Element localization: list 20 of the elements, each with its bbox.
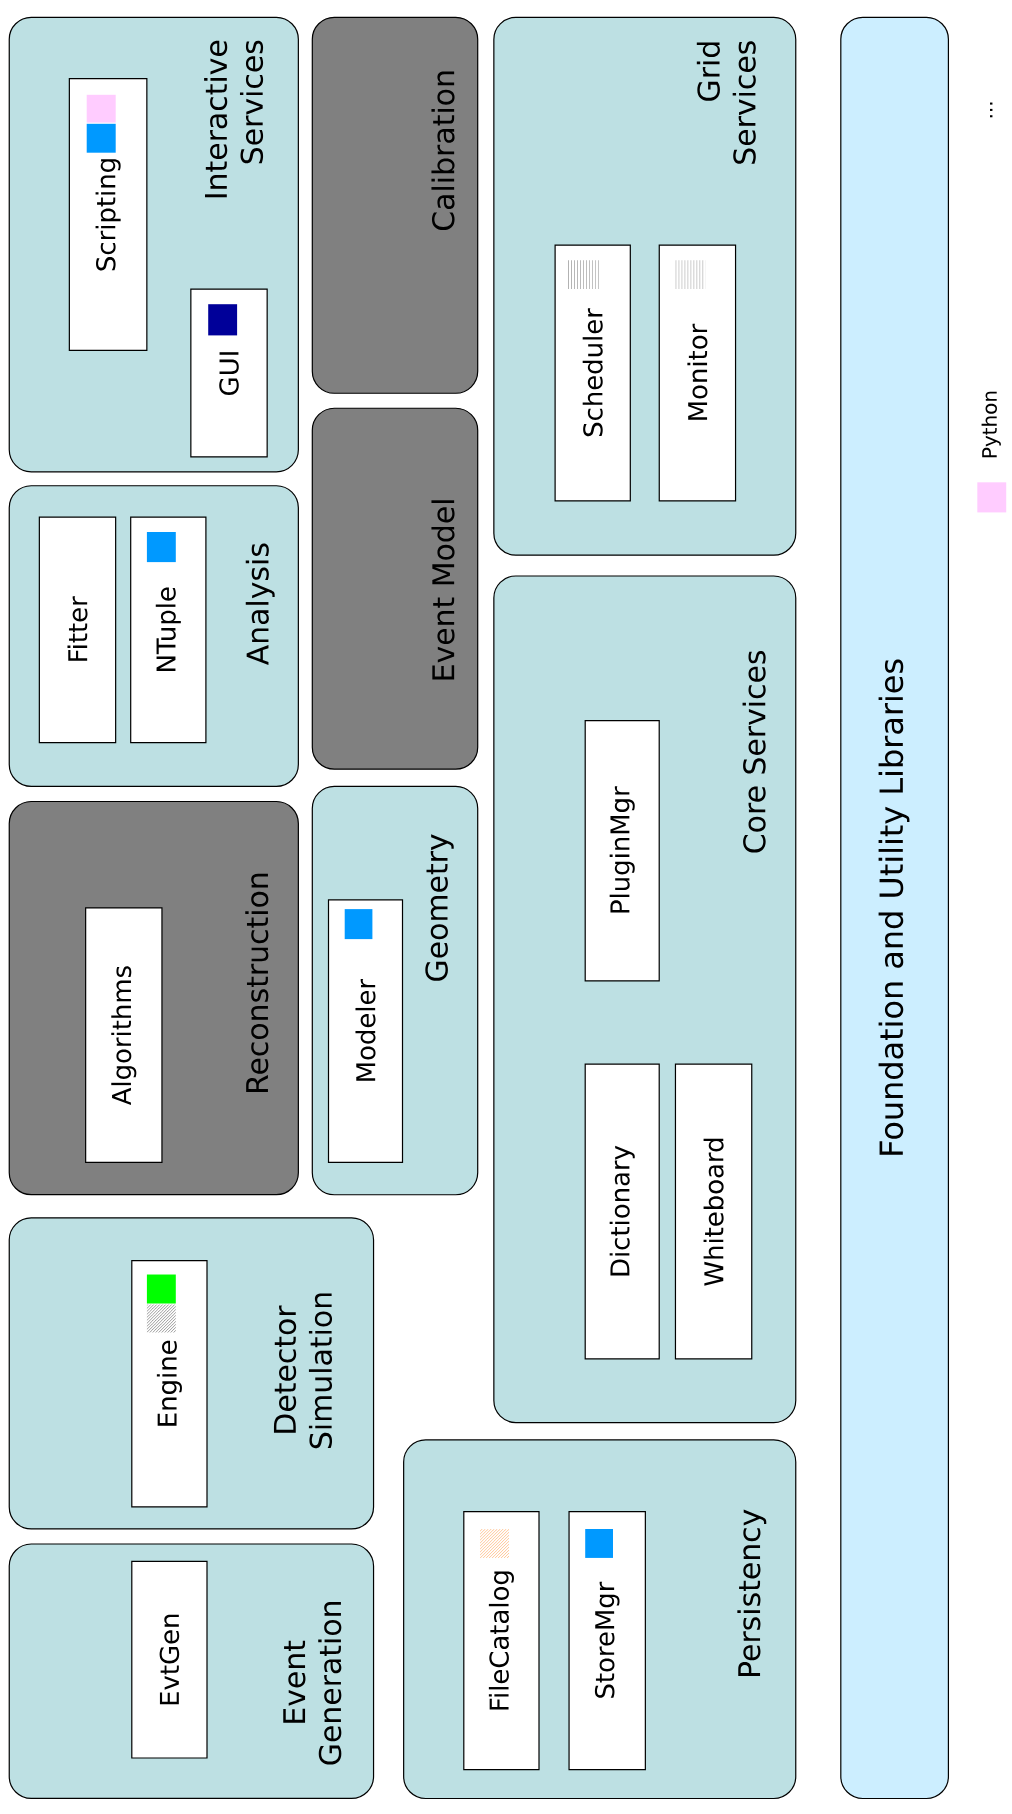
foundation-bar: Foundation and Utility Libraries bbox=[840, 16, 949, 1800]
component-box: Fitter bbox=[38, 516, 117, 744]
group-box: Event Model bbox=[311, 407, 479, 770]
legend-text: Python bbox=[981, 391, 1001, 458]
component-box: Dictionary bbox=[584, 1063, 660, 1360]
component-box: EvtGen bbox=[131, 1560, 208, 1759]
component-box: NTuple bbox=[130, 516, 207, 744]
component-box: Whiteboard bbox=[674, 1063, 753, 1360]
group-box: Calibration bbox=[311, 16, 479, 394]
component-box: GUI bbox=[190, 288, 268, 458]
component-box: FileCatalog bbox=[463, 1511, 540, 1771]
component-box: PluginMgr bbox=[584, 720, 660, 982]
component-box: Scripting bbox=[68, 78, 148, 351]
component-box: Algorithms bbox=[85, 907, 163, 1163]
component-box: Scheduler bbox=[554, 244, 631, 502]
component-box: StoreMgr bbox=[568, 1511, 646, 1771]
component-box: Modeler bbox=[327, 899, 404, 1163]
ellipsis-text: ... bbox=[990, 102, 993, 118]
component-box: Engine bbox=[131, 1260, 208, 1508]
component-box: Monitor bbox=[658, 244, 737, 502]
